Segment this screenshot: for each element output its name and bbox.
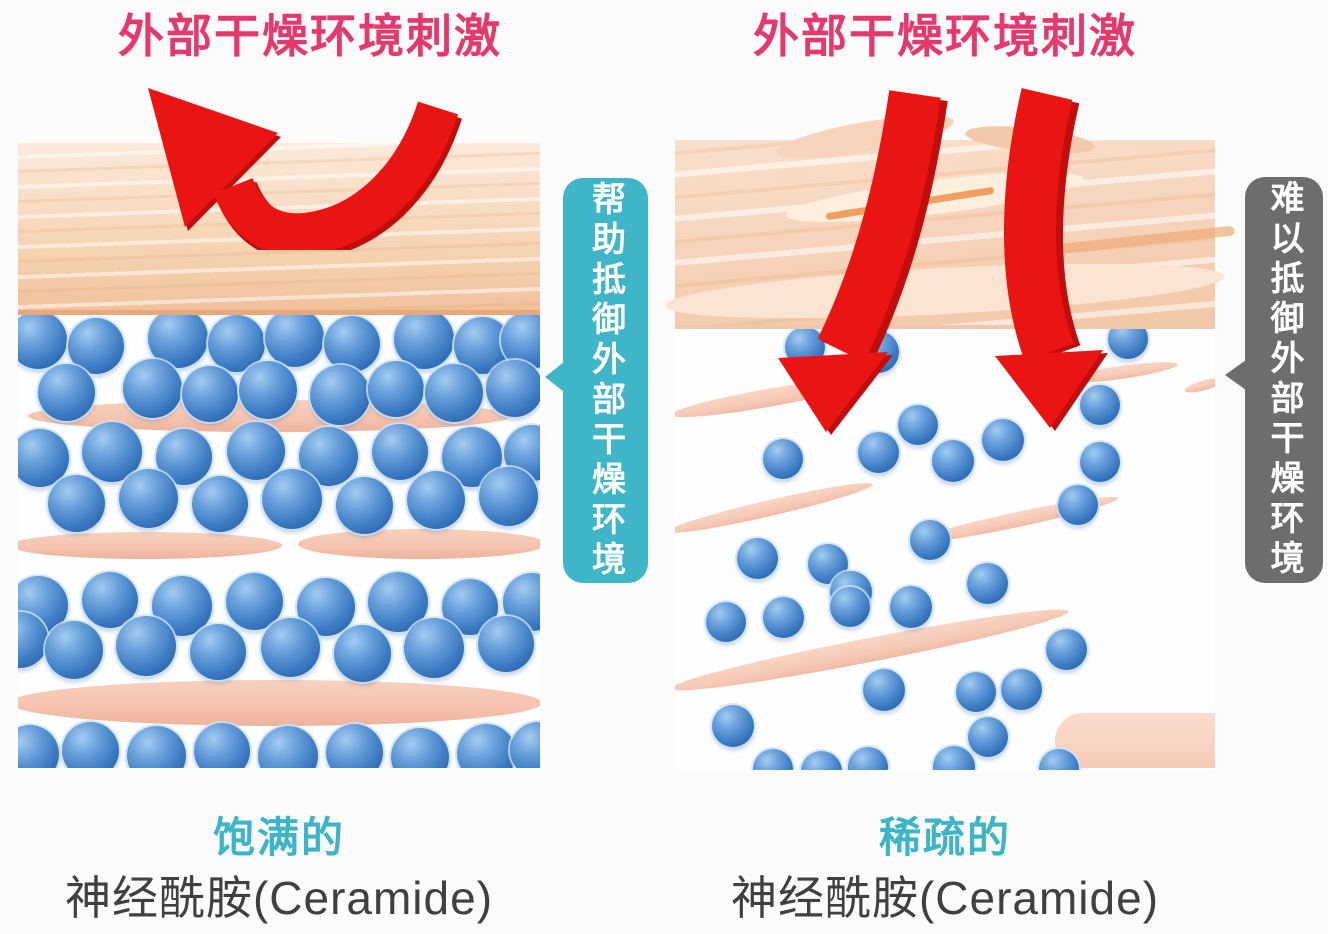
ceramide-sphere: [407, 471, 465, 529]
ceramide-sphere: [182, 366, 238, 422]
ceramide-sphere: [753, 749, 793, 770]
ceramide-sphere: [762, 596, 804, 638]
ceramide-sphere: [260, 617, 320, 677]
ceramide-sphere: [264, 310, 324, 367]
ceramide-sphere: [933, 746, 975, 770]
ceramide-sphere: [736, 537, 778, 579]
footer-tag-left: 饱满的: [212, 814, 345, 861]
ceramide-sphere: [1108, 325, 1148, 359]
ceramide-sphere: [82, 422, 142, 482]
ceramide-sphere: [333, 624, 391, 682]
lipid-lens: [1055, 713, 1215, 768]
ceramide-sphere: [122, 358, 182, 418]
ceramide-sphere: [1045, 628, 1087, 670]
ceramide-sphere: [712, 705, 754, 747]
skin-layer-damaged: [664, 106, 1235, 329]
ceramide-sphere: [335, 476, 393, 534]
ceramide-sphere: [404, 618, 464, 678]
ceramide-sphere: [1080, 442, 1120, 482]
ceramide-sphere: [148, 310, 208, 368]
ceramide-sphere: [116, 616, 176, 676]
ceramide-sphere: [47, 474, 105, 532]
bounce-arrow-icon: [148, 88, 462, 250]
ceramide-sphere: [391, 728, 449, 768]
ceramide-sphere: [968, 717, 1008, 757]
ceramide-sphere: [763, 439, 803, 479]
callout-pointer-icon: [1225, 360, 1246, 390]
ceramide-sphere: [1000, 668, 1042, 710]
ceramide-sphere: [501, 311, 540, 369]
ceramide-sphere: [18, 311, 67, 369]
ceramide-sphere: [310, 365, 370, 425]
callout-left-text: 帮助抵御外部干燥环境: [586, 180, 625, 581]
ceramide-sphere: [848, 747, 888, 770]
ceramide-sphere: [485, 359, 540, 417]
ceramide-sphere: [207, 314, 265, 372]
ceramide-sphere: [18, 725, 59, 768]
ceramide-sphere: [45, 621, 103, 679]
ceramide-sphere: [1039, 749, 1079, 770]
ceramide-sphere: [1058, 485, 1098, 525]
ceramide-sphere: [910, 520, 950, 560]
ceramide-sphere: [425, 364, 483, 422]
ceramide-sphere: [262, 469, 322, 529]
ceramide-sphere: [372, 424, 428, 480]
lipid-lens: [18, 680, 540, 726]
lipid-lens: [298, 529, 540, 559]
panel-title-left: 外部干燥环境刺激: [118, 10, 502, 62]
ceramide-sphere: [966, 562, 1008, 604]
callout-left: 帮助抵御外部干燥环境: [545, 178, 648, 583]
ceramide-sphere: [192, 476, 248, 532]
ceramide-sphere: [706, 602, 746, 642]
ceramide-sphere: [456, 723, 516, 768]
ceramide-sphere: [863, 669, 905, 711]
ceramide-sphere: [118, 468, 178, 528]
callout-pointer-icon: [545, 362, 564, 392]
lipid-lens: [18, 532, 282, 559]
ceramide-sphere: [890, 586, 932, 628]
callout-right: 难以抵御外部干燥环境: [1225, 177, 1323, 583]
ceramide-sphere: [68, 318, 124, 374]
ceramide-sphere: [510, 722, 540, 768]
ceramide-sphere: [830, 587, 870, 627]
ceramide-sphere: [982, 419, 1024, 461]
ceramide-sphere: [956, 672, 996, 712]
ceramide-sphere: [18, 429, 69, 487]
ceramide-sphere: [932, 440, 974, 482]
ceramide-sphere: [478, 616, 534, 672]
ceramide-sphere: [368, 361, 424, 417]
ceramide-sphere: [126, 725, 186, 768]
ceramide-sphere: [478, 466, 538, 526]
ceramide-sphere: [325, 723, 383, 768]
ceramide-sphere: [394, 310, 454, 369]
ceramide-sphere: [194, 723, 250, 768]
footer-name-left: 神经酰胺(Ceramide): [64, 872, 494, 924]
penetrate-arrows-icon: [778, 88, 1108, 435]
ceramide-sphere: [225, 572, 283, 630]
footer-name-right: 神经酰胺(Ceramide): [730, 872, 1160, 924]
ceramide-sphere: [1080, 385, 1120, 425]
ceramide-sphere: [61, 721, 119, 768]
footer-tag-right: 稀疏的: [878, 814, 1011, 861]
lipid-lens: [675, 476, 875, 540]
ceramide-sphere: [227, 422, 285, 480]
ceramide-sphere: [898, 405, 938, 445]
ceramide-sphere: [857, 431, 899, 473]
panel-title-right: 外部干燥环境刺激: [753, 10, 1137, 62]
ceramide-field-sparse: [675, 325, 1215, 770]
ceramide-sphere: [82, 572, 138, 628]
ceramide-sphere: [190, 624, 246, 680]
ceramide-field-dense: [18, 310, 540, 768]
ceramide-sphere: [239, 361, 297, 419]
ceramide-sphere: [324, 316, 380, 372]
callout-right-text: 难以抵御外部干燥环境: [1265, 180, 1303, 580]
ceramide-sphere: [258, 726, 318, 768]
ceramide-sphere: [37, 363, 95, 421]
ceramide-sphere: [800, 750, 842, 770]
